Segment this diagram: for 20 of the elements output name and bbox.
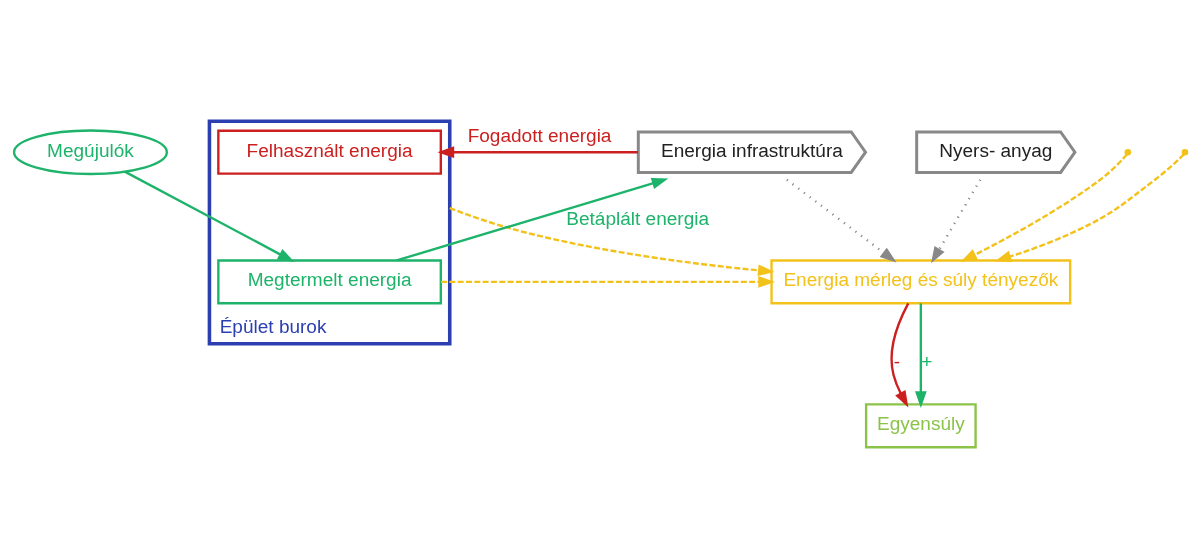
arrow — [437, 145, 638, 158]
arrow — [994, 153, 1185, 262]
arrow — [890, 302, 910, 407]
node-box: Energia mérleg és súly tényezők — [770, 258, 1072, 304]
edge-label: Betáplált energia — [566, 207, 710, 229]
arrow — [441, 275, 775, 288]
arrow — [786, 178, 897, 262]
edge-label: - — [893, 350, 901, 372]
node-box: Megtermelt energia — [217, 258, 442, 304]
arrow — [449, 206, 775, 276]
arrow — [960, 153, 1128, 262]
node-box: Felhasznált energia — [217, 129, 442, 175]
edge-label: + — [921, 350, 933, 372]
edge-label: Fogadott energia — [467, 124, 612, 146]
arrow — [931, 178, 982, 263]
arrow — [124, 170, 295, 262]
node-ellipse: Megújulók — [12, 128, 168, 175]
node-box: Egyensúly — [864, 402, 977, 448]
arrow — [915, 302, 927, 408]
arrow — [396, 177, 669, 262]
